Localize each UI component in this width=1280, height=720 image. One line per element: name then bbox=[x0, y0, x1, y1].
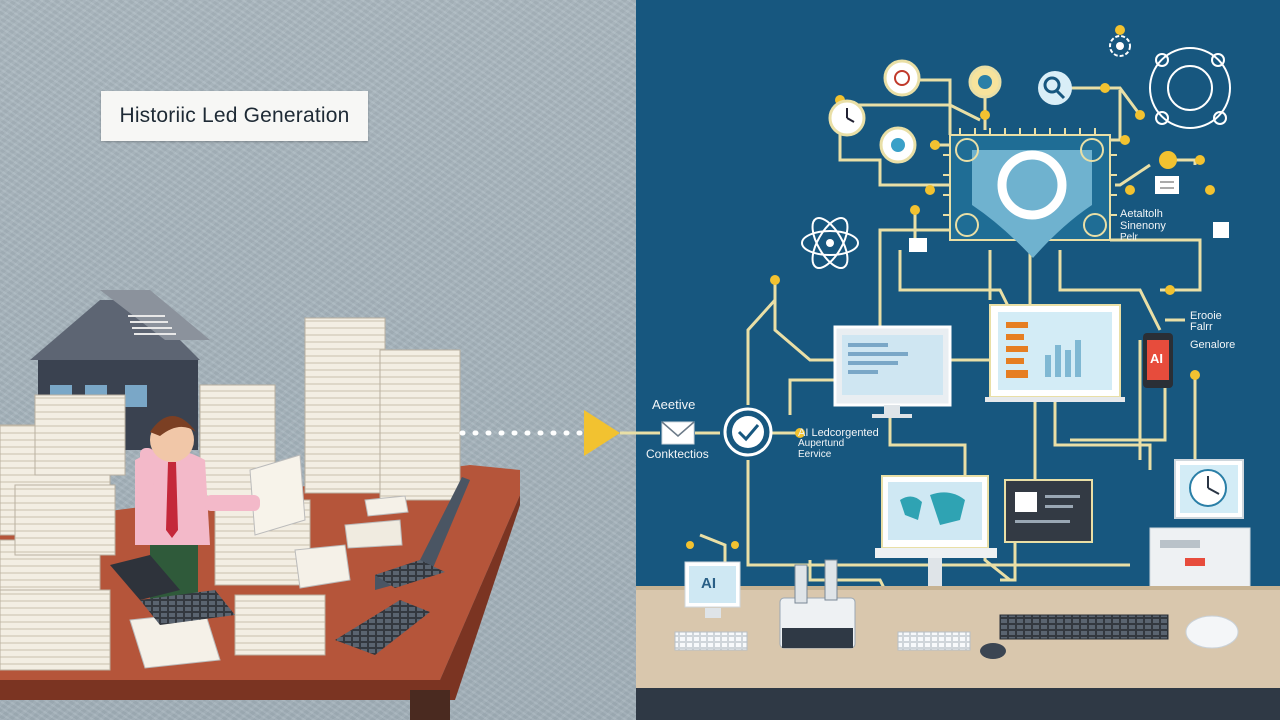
email-icon bbox=[661, 421, 695, 445]
monitor-ai-label: AI bbox=[701, 575, 716, 592]
chart-icon-small bbox=[909, 238, 927, 252]
label-auto-3: Pelr bbox=[1120, 232, 1138, 243]
document-icon bbox=[1155, 176, 1179, 194]
label-side-2: Falrr bbox=[1190, 321, 1213, 333]
stressed-worker bbox=[135, 416, 260, 600]
phone-ai-label: AI bbox=[1150, 351, 1163, 366]
desk-items bbox=[674, 559, 1239, 659]
label-auto-2: Sinenony bbox=[1120, 220, 1166, 232]
label-ai-service-3: Eervice bbox=[798, 449, 832, 460]
label-aeetive: Aeetive bbox=[652, 397, 696, 412]
clock-computer bbox=[1149, 459, 1251, 597]
clock-icon bbox=[828, 99, 866, 137]
label-side-3: Genalore bbox=[1190, 339, 1236, 351]
historic-title: Historiic Led Generation bbox=[101, 91, 368, 141]
monitor-analytics bbox=[985, 304, 1125, 402]
gear-icon bbox=[1109, 35, 1131, 57]
old-laptops bbox=[110, 477, 470, 655]
atom-icon bbox=[801, 217, 859, 269]
monitor-code bbox=[1004, 479, 1093, 543]
network-nodes bbox=[686, 25, 1215, 549]
check-circle-icon bbox=[723, 407, 773, 457]
phone-device bbox=[1143, 333, 1173, 388]
circle-icons bbox=[801, 35, 1231, 269]
ai-hub bbox=[943, 128, 1117, 258]
paper-stacks bbox=[0, 317, 461, 671]
badge-icon bbox=[879, 126, 917, 164]
coin-small-icon bbox=[1159, 151, 1177, 169]
globe-icon bbox=[1149, 47, 1231, 129]
coin-icon bbox=[968, 65, 1002, 99]
monitor-dashboard bbox=[833, 325, 952, 418]
card-icon bbox=[1213, 222, 1229, 238]
label-ai-service-2: Aupertund bbox=[798, 438, 845, 449]
label-side-1: Erooie bbox=[1190, 310, 1222, 322]
monitor-world-map bbox=[875, 475, 997, 620]
target-icon bbox=[883, 59, 921, 97]
transition-arrow bbox=[459, 410, 620, 456]
label-ai-service-1: AI Ledcorgented bbox=[798, 427, 879, 439]
search-icon bbox=[1038, 71, 1072, 105]
label-contacts: Conktectios bbox=[646, 447, 709, 461]
label-auto-1: Aetaltolh bbox=[1120, 208, 1163, 220]
